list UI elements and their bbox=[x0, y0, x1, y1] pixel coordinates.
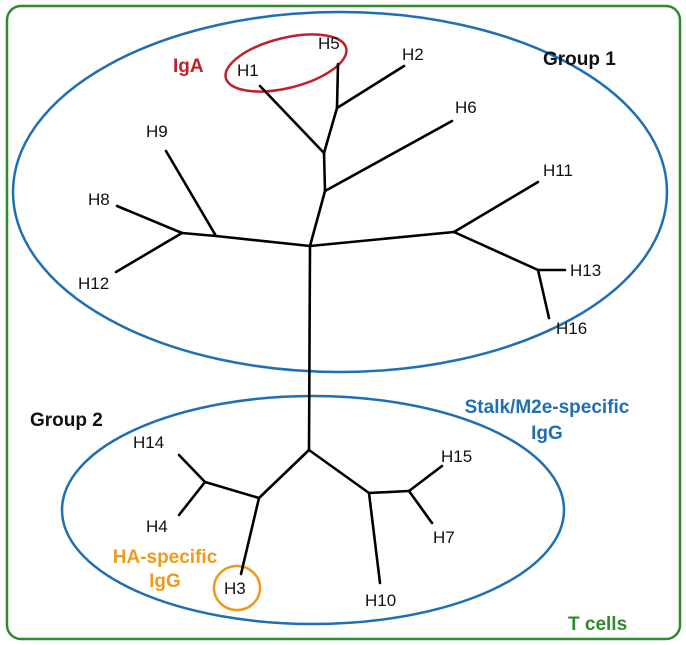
leaf-label-h5: H5 bbox=[318, 34, 340, 53]
stalk-igg-label-line1: Stalk/M2e-specific bbox=[465, 397, 630, 418]
group1-label: Group 1 bbox=[543, 49, 616, 70]
ha-igg-circle bbox=[212, 564, 262, 612]
stalk-igg-label-line2: IgG bbox=[531, 423, 563, 444]
leaf-label-h11: H11 bbox=[543, 161, 573, 180]
iga-ellipse bbox=[224, 33, 348, 93]
leaf-label-h4: H4 bbox=[146, 517, 168, 536]
tcells-label: T cells bbox=[568, 614, 627, 635]
leaf-label-h8: H8 bbox=[88, 190, 110, 209]
ha-igg-label-line2: IgG bbox=[149, 571, 181, 592]
leaf-label-h1: H1 bbox=[237, 61, 259, 80]
tcells-frame bbox=[5, 4, 682, 641]
leaf-label-h6: H6 bbox=[455, 98, 477, 117]
leaf-label-h9: H9 bbox=[146, 122, 168, 141]
leaf-label-h13: H13 bbox=[570, 261, 601, 280]
tree-branches bbox=[114, 62, 567, 585]
leaf-label-h3: H3 bbox=[224, 579, 246, 598]
leaf-label-h15: H15 bbox=[441, 447, 472, 466]
leaf-label-h12: H12 bbox=[78, 274, 109, 293]
leaf-label-h16: H16 bbox=[556, 319, 587, 338]
leaf-label-h7: H7 bbox=[433, 528, 455, 547]
leaf-label-h14: H14 bbox=[133, 433, 164, 452]
group2-ellipse bbox=[60, 394, 566, 626]
ha-igg-label-line1: HA-specific bbox=[113, 547, 218, 568]
iga-label: IgA bbox=[173, 56, 204, 77]
subtype-labels: H1 H5 H2 H6 H9 H8 H12 H11 H13 H16 H14 H4… bbox=[78, 34, 601, 610]
leaf-label-h2: H2 bbox=[402, 45, 424, 64]
group2-label: Group 2 bbox=[30, 410, 103, 431]
group1-ellipse bbox=[11, 10, 669, 374]
leaf-label-h10: H10 bbox=[365, 591, 396, 610]
